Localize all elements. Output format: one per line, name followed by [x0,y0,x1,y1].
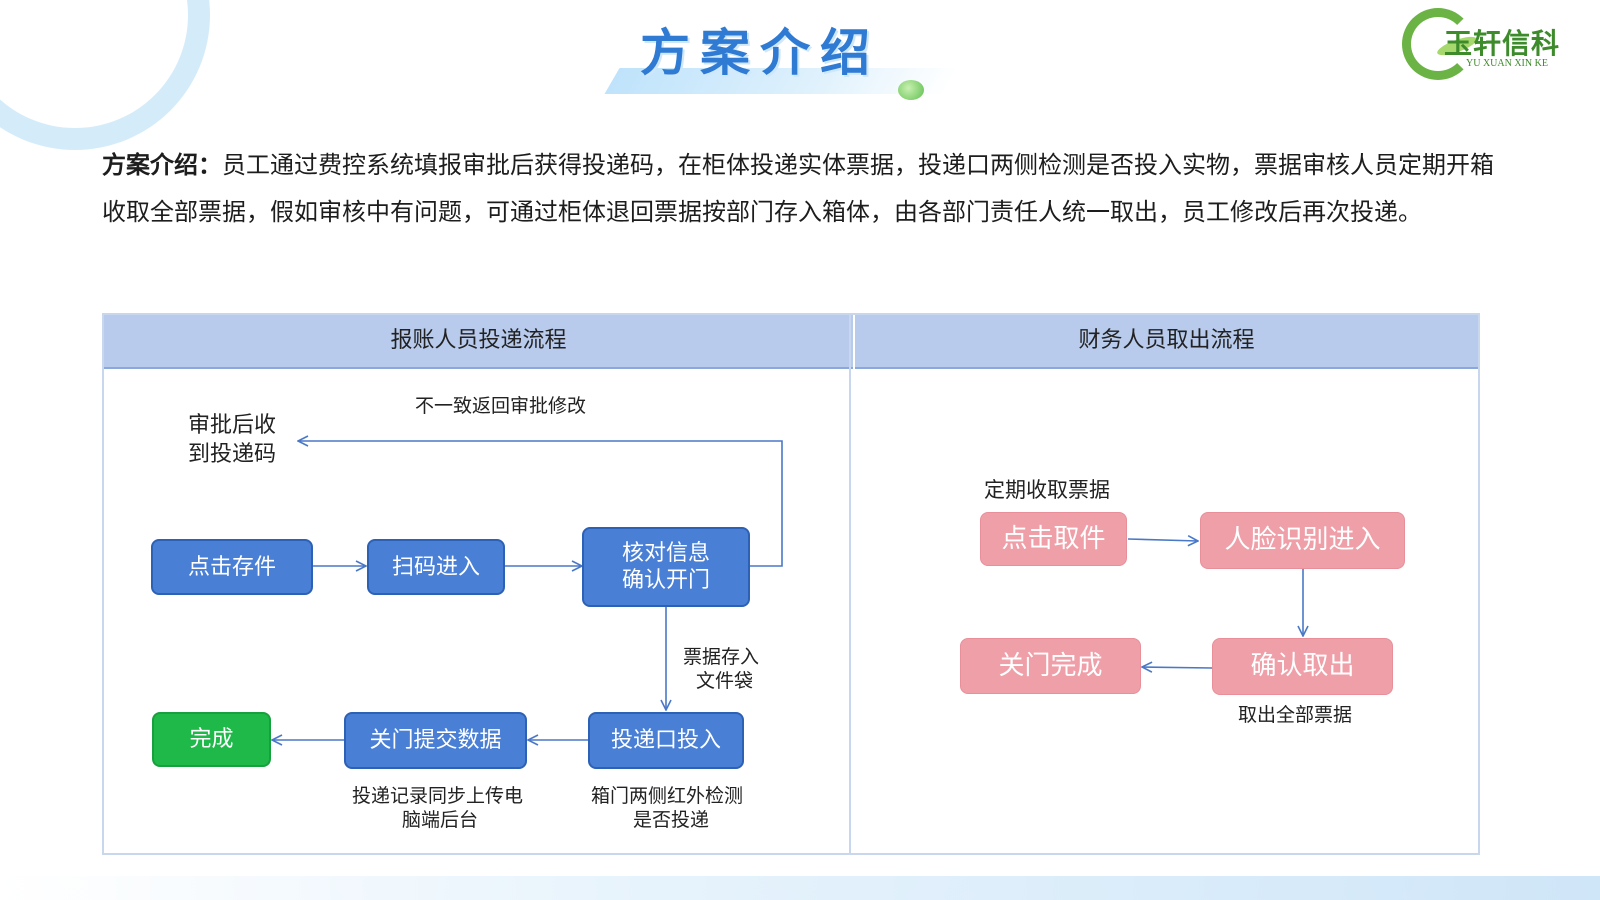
verify-line2: 确认开门 [621,568,710,593]
right-column-header: 财务人员取出流程 [855,315,1478,369]
close-submit-button[interactable]: 关门提交数据 [344,712,527,769]
title-dot-icon [898,80,924,100]
close-done-button[interactable]: 关门完成 [960,638,1141,694]
drop-in-button[interactable]: 投递口投入 [588,712,744,769]
logo-subtitle: YU XUAN XIN KE [1466,58,1548,69]
intro-paragraph: 方案介绍：员工通过费控系统填报审批后获得投递码，在柜体投递实体票据，投递口两侧检… [102,142,1502,236]
start-label-line1: 审批后收 [188,413,277,438]
sync-label-line1: 投递记录同步上传电 [352,785,524,807]
start-label-line2: 到投递码 [188,442,277,467]
logo-name: 玉轩信科 [1444,27,1561,60]
click-pickup-button[interactable]: 点击取件 [980,512,1127,566]
confirm-pickup-button[interactable]: 确认取出 [1212,638,1393,695]
verify-line1: 核对信息 [621,541,710,566]
bag-label-line1: 票据存入 [683,646,760,668]
verify-open-button[interactable]: 核对信息 确认开门 [582,527,750,607]
click-store-button[interactable]: 点击存件 [151,539,313,595]
left-column-header: 报账人员投递流程 [104,315,853,369]
arrow-confirm-to-close [1142,667,1213,668]
column-divider [849,313,851,855]
sync-label-line2: 脑端后台 [402,809,479,831]
arrow-return [298,441,783,567]
all-label: 取出全部票据 [1238,704,1353,726]
bag-label-line2: 文件袋 [696,670,754,692]
intro-text: 员工通过费控系统填报审批后获得投递码，在柜体投递实体票据，投递口两侧检测是否投入… [102,151,1494,226]
intro-label: 方案介绍： [102,151,222,179]
ir-label-line1: 箱门两侧红外检测 [591,785,744,807]
flow-table: 报账人员投递流程 财务人员取出流程 [102,313,1480,855]
scan-enter-button[interactable]: 扫码进入 [367,539,505,595]
bottom-decorative-band [0,876,1600,900]
logo-c-icon [1402,8,1474,80]
periodic-label: 定期收取票据 [984,478,1110,502]
done-button[interactable]: 完成 [152,712,271,767]
ir-label-line2: 是否投递 [633,809,710,831]
return-label: 不一致返回审批修改 [415,395,587,417]
page-title: 方案介绍 [640,24,880,82]
arrow-pickup-to-face [1127,539,1198,541]
face-enter-button[interactable]: 人脸识别进入 [1200,512,1405,569]
